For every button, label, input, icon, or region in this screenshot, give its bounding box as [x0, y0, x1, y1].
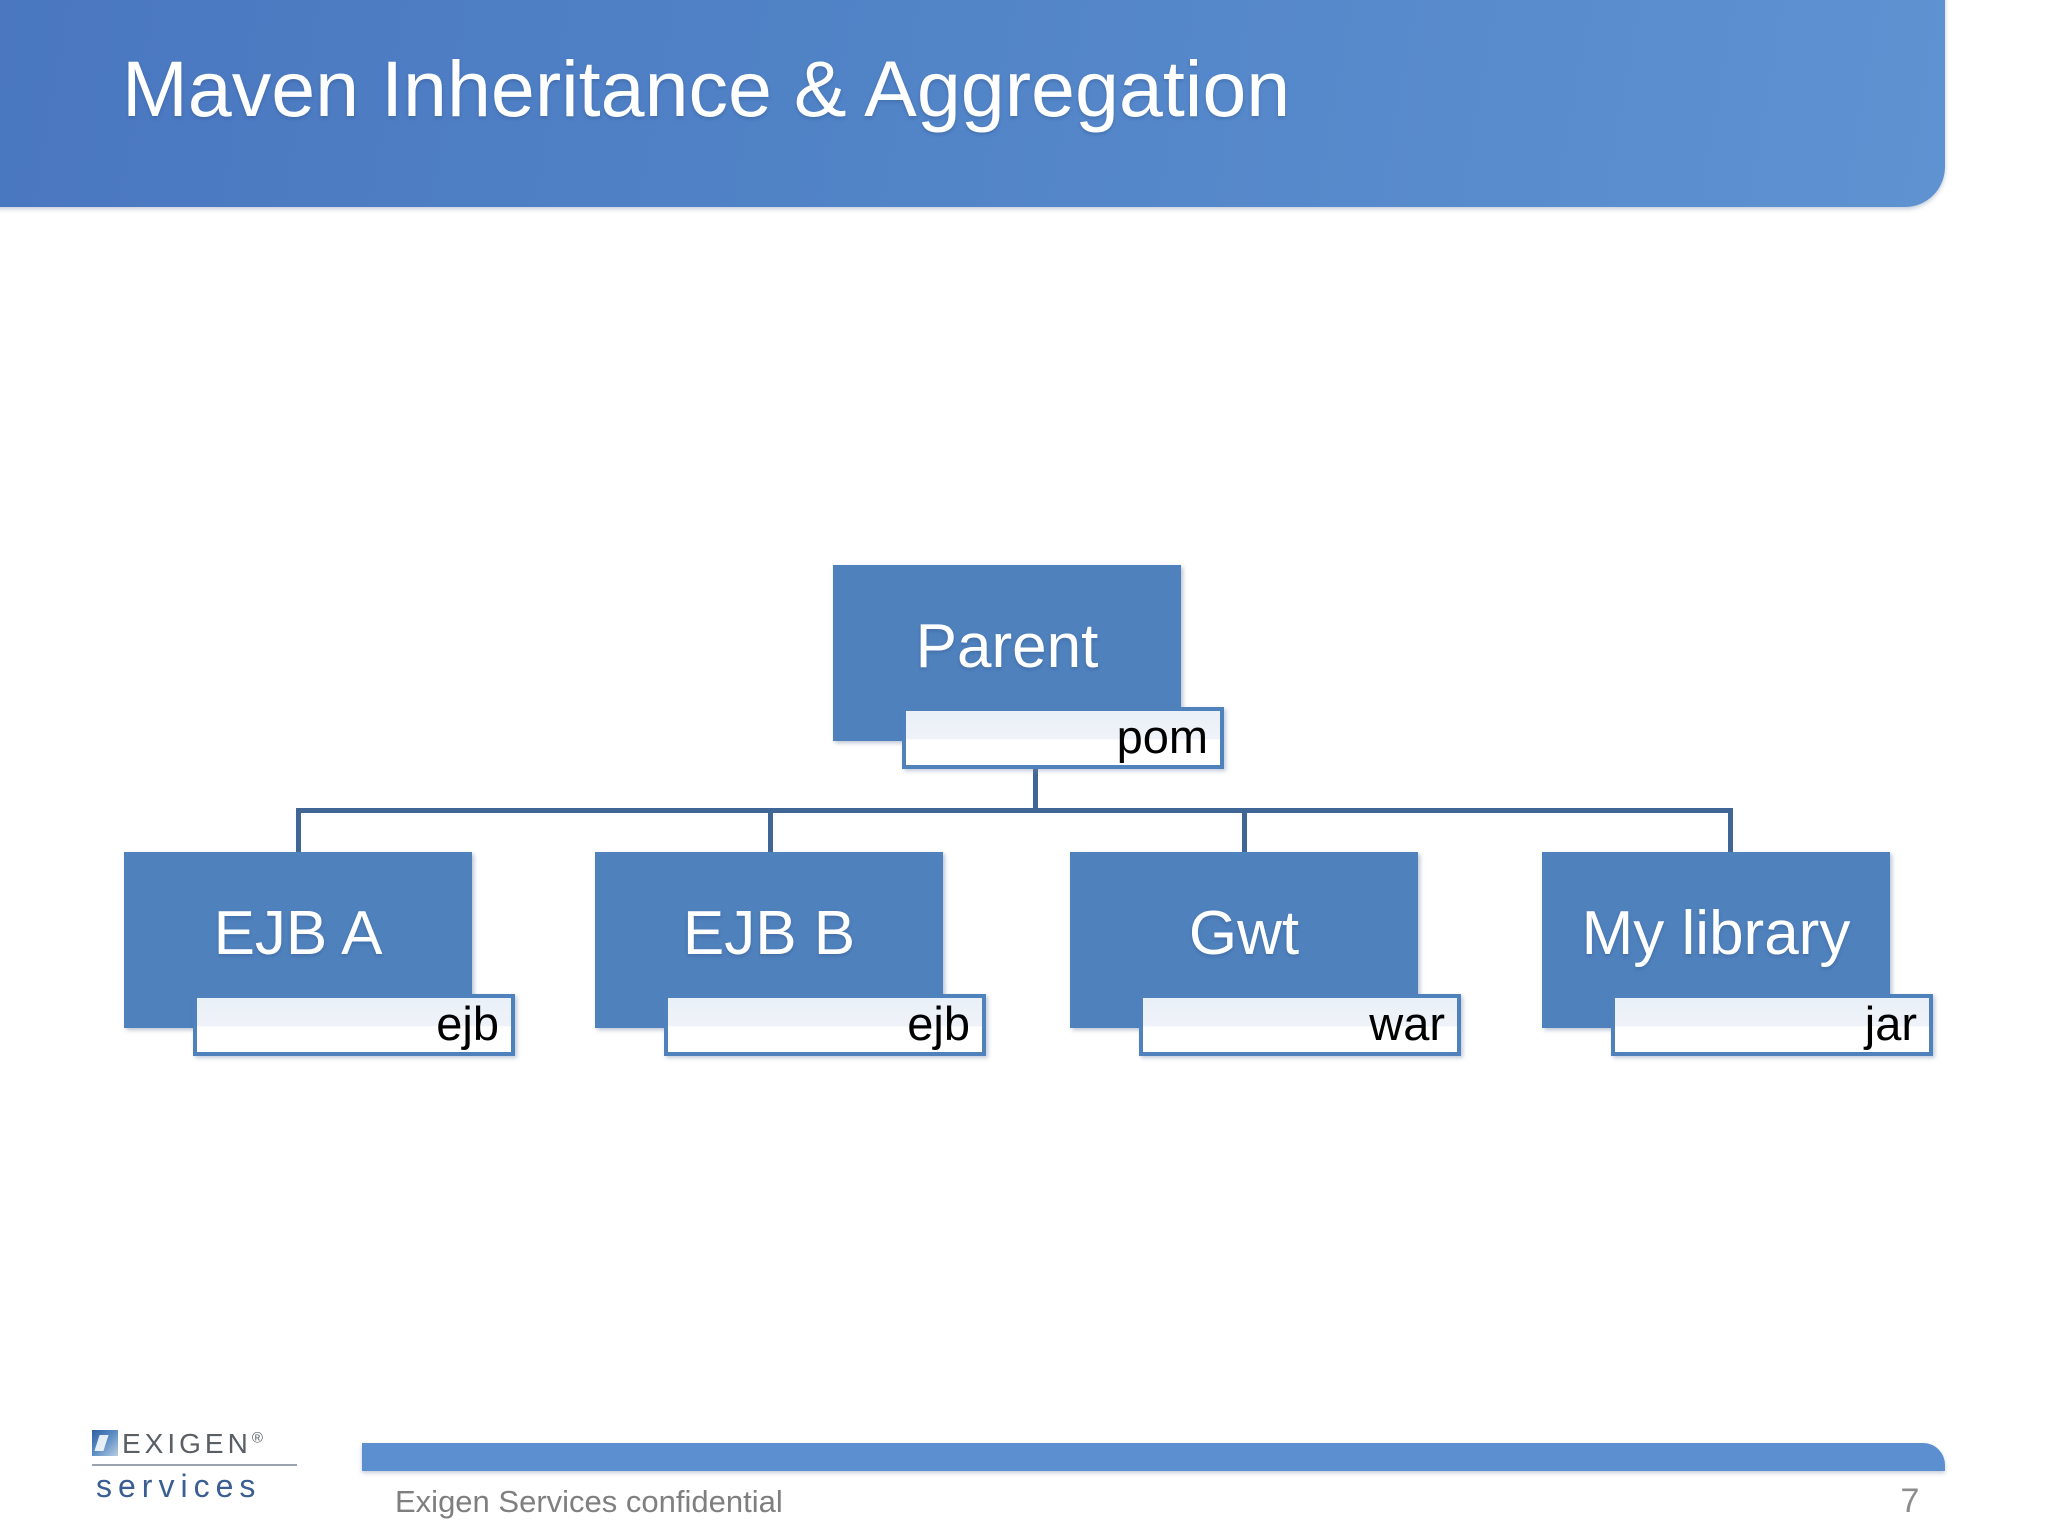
- page-number: 7: [1900, 1482, 1920, 1520]
- node-ejb-a-packaging-value: ejb: [436, 996, 499, 1050]
- connector-drop-my-library: [1728, 808, 1733, 854]
- node-ejb-a[interactable]: EJB A ejb: [124, 852, 516, 1057]
- node-ejb-b-packaging-tag: ejb: [664, 994, 986, 1056]
- connector-drop-ejb-b: [768, 808, 773, 854]
- node-ejb-b-label: EJB B: [682, 899, 856, 968]
- connector-horizontal-bus: [297, 808, 1733, 813]
- logo-divider: [92, 1464, 297, 1466]
- connector-drop-gwt: [1242, 808, 1247, 854]
- node-parent-packaging-value: pom: [1116, 709, 1208, 763]
- node-ejb-a-label: EJB A: [213, 899, 383, 968]
- node-ejb-b-packaging-value: ejb: [907, 996, 970, 1050]
- connector-drop-ejb-a: [296, 808, 301, 854]
- node-my-library-label: My library: [1581, 899, 1851, 968]
- node-my-library-packaging-tag: jar: [1611, 994, 1933, 1056]
- node-gwt[interactable]: Gwt war: [1070, 852, 1462, 1057]
- footer-confidential-text: Exigen Services confidential: [395, 1484, 783, 1519]
- node-gwt-label: Gwt: [1188, 899, 1300, 968]
- exigen-logo-tagline: services: [96, 1468, 262, 1504]
- exigen-logo-wordmark: EXIGEN®: [122, 1428, 263, 1460]
- connector-root-stem: [1033, 768, 1038, 811]
- exigen-logo-name: EXIGEN: [122, 1428, 252, 1459]
- header-banner: [0, 0, 1945, 207]
- node-ejb-b-box: EJB B: [595, 852, 943, 1028]
- node-ejb-b[interactable]: EJB B ejb: [595, 852, 987, 1057]
- node-my-library-packaging-value: jar: [1864, 996, 1917, 1050]
- node-ejb-a-packaging-tag: ejb: [193, 994, 515, 1056]
- registered-mark-icon: ®: [251, 1429, 263, 1447]
- node-gwt-packaging-value: war: [1369, 996, 1445, 1050]
- node-parent-label: Parent: [915, 612, 1099, 681]
- page-title: Maven Inheritance & Aggregation: [122, 44, 1291, 133]
- footer-bar: [362, 1443, 1945, 1471]
- node-gwt-packaging-tag: war: [1139, 994, 1461, 1056]
- node-parent[interactable]: Parent pom: [833, 565, 1225, 770]
- node-my-library[interactable]: My library jar: [1542, 852, 1934, 1057]
- exigen-logo-mark-icon: [92, 1430, 118, 1456]
- exigen-services-logo: EXIGEN® services: [92, 1428, 322, 1504]
- node-parent-packaging-tag: pom: [902, 707, 1224, 769]
